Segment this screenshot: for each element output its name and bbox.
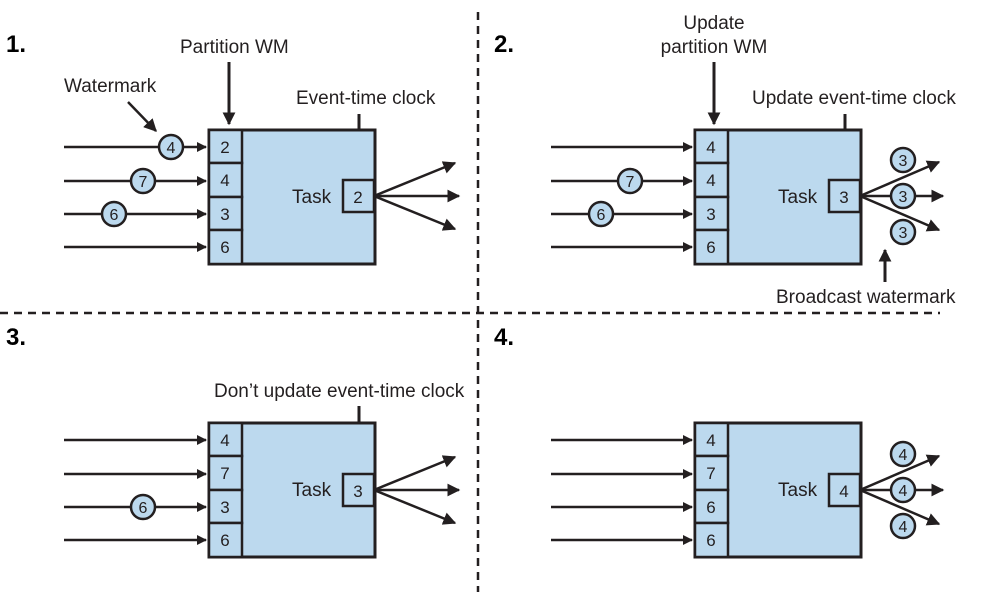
output-arrow <box>373 194 457 231</box>
partition-wm-value: 4 <box>706 431 715 450</box>
partition-wm-cell <box>693 488 730 525</box>
panel-number: 1. <box>6 31 26 58</box>
output-arrow <box>373 455 457 492</box>
partition-wm-value: 3 <box>706 205 715 224</box>
watermark-bubble: 7 <box>129 167 157 195</box>
event-time-clock-label: Event-time clock <box>296 88 436 109</box>
partition-wm-value: 7 <box>706 464 715 483</box>
partition-wm-value: 7 <box>220 464 229 483</box>
panel-2: 2. Update partition WM Update event-time… <box>494 13 956 308</box>
output-arrow <box>859 488 941 526</box>
svg-text:6: 6 <box>139 500 148 517</box>
output-arrow <box>859 454 941 492</box>
partition-wm-value: 6 <box>220 531 229 550</box>
svg-text:4: 4 <box>167 140 176 157</box>
event-time-clock-value: 3 <box>353 482 362 501</box>
partition-wm-value: 4 <box>706 171 715 190</box>
svg-text:7: 7 <box>626 174 635 191</box>
update-event-time-clock-label: Update event-time clock <box>752 88 956 109</box>
watermark-bubble: 6 <box>129 493 157 521</box>
svg-text:4: 4 <box>899 447 908 464</box>
partition-wm-value: 4 <box>220 431 229 450</box>
output-arrow <box>373 161 457 198</box>
panel-1: 1. Watermark Partition WM Event-time clo… <box>6 31 461 266</box>
partition-wm-value: 6 <box>220 238 229 257</box>
broadcast-watermark-label: Broadcast watermark <box>776 287 956 308</box>
partition-wm-cell <box>693 228 730 266</box>
svg-text:6: 6 <box>597 207 606 224</box>
partition-wm-cell <box>207 195 244 232</box>
partition-wm-value: 3 <box>220 498 229 517</box>
broadcast-watermark-bubble: 4 <box>889 476 917 504</box>
broadcast-watermark-bubble: 4 <box>889 512 917 540</box>
task-label: Task <box>292 187 332 208</box>
watermark-bubble: 7 <box>616 167 644 195</box>
broadcast-watermark-bubble: 3 <box>889 146 917 174</box>
partition-wm-value: 2 <box>220 138 229 157</box>
output-arrow <box>859 160 941 198</box>
svg-text:4: 4 <box>899 483 908 500</box>
broadcast-watermark-bubble: 3 <box>889 218 917 246</box>
svg-text:6: 6 <box>110 207 119 224</box>
partition-wm-cell <box>693 521 730 559</box>
event-time-clock-value: 2 <box>353 188 362 207</box>
event-time-clock-value: 4 <box>839 482 848 501</box>
partition-wm-value: 6 <box>706 531 715 550</box>
panel-3: 3. Don’t update event-time clock 6 4 7 3… <box>6 324 465 559</box>
partition-wm-cell <box>693 161 730 199</box>
broadcast-watermark-bubble: 4 <box>889 440 917 468</box>
partition-wm-value: 3 <box>220 205 229 224</box>
output-arrow <box>859 194 941 232</box>
panel-4: 4. 4 7 6 6 Task 4 4 4 4 <box>494 324 945 559</box>
watermark-bubble: 4 <box>157 133 185 161</box>
partition-wm-cell <box>693 454 730 492</box>
partition-wm-cell <box>207 421 244 458</box>
partition-wm-value: 4 <box>220 171 229 190</box>
task-label: Task <box>292 480 332 501</box>
svg-text:4: 4 <box>899 519 908 536</box>
event-time-clock-box <box>827 472 862 508</box>
update-partition-wm-label-line2: partition WM <box>661 37 768 58</box>
partition-wm-value: 6 <box>706 498 715 517</box>
watermark-pointer-arrow <box>127 101 157 132</box>
watermark-bubble: 6 <box>100 200 128 228</box>
svg-text:3: 3 <box>899 153 908 170</box>
partition-wm-label: Partition WM <box>180 37 289 58</box>
watermark-label: Watermark <box>64 76 157 97</box>
panel-number: 2. <box>494 31 514 58</box>
task-label: Task <box>778 187 818 208</box>
partition-wm-cell <box>207 228 244 266</box>
partition-wm-cell <box>693 195 730 232</box>
partition-wm-value: 6 <box>706 238 715 257</box>
svg-text:3: 3 <box>899 225 908 242</box>
event-time-clock-value: 3 <box>839 188 848 207</box>
svg-text:3: 3 <box>899 189 908 206</box>
partition-wm-cell <box>207 521 244 559</box>
dont-update-clock-label: Don’t update event-time clock <box>214 381 465 402</box>
svg-text:7: 7 <box>139 174 148 191</box>
output-arrow <box>373 488 457 525</box>
panel-number: 4. <box>494 324 514 351</box>
panel-number: 3. <box>6 324 26 351</box>
partition-wm-value: 4 <box>706 138 715 157</box>
update-partition-wm-label-line1: Update <box>683 13 744 34</box>
task-label: Task <box>778 480 818 501</box>
watermark-bubble: 6 <box>587 200 615 228</box>
broadcast-watermark-bubble: 3 <box>889 182 917 210</box>
